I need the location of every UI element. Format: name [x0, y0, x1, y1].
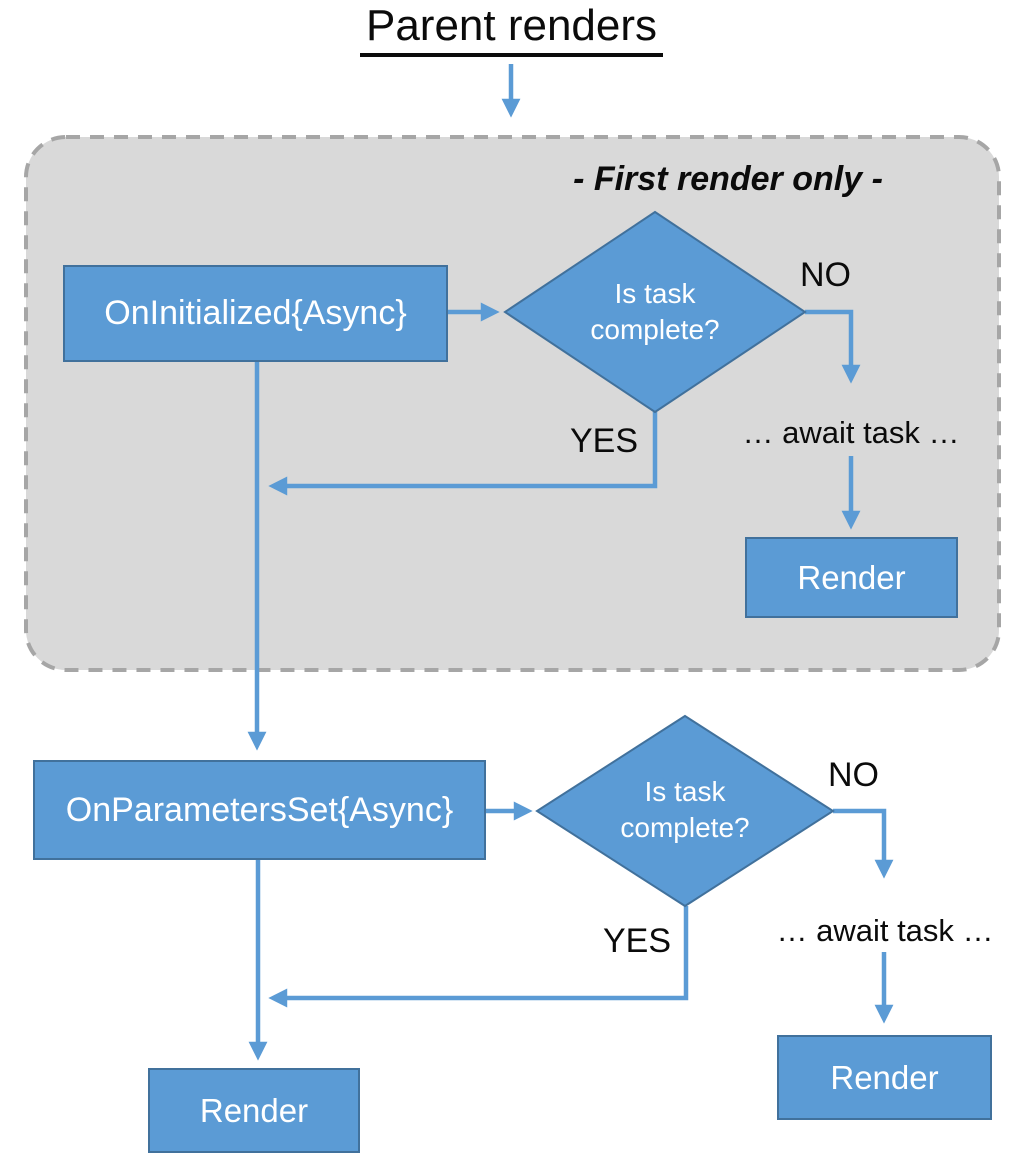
decision-diamond-2 [535, 714, 835, 908]
first-render-only-label: - First render only - [573, 160, 883, 198]
diagram-title-text: Parent renders [359, 1, 664, 58]
no-label-1: NO [800, 256, 851, 294]
decision-diamond-1 [503, 210, 807, 414]
decision-2-label: Is task complete? [620, 776, 750, 843]
onparametersset-box: OnParametersSet{Async} [33, 760, 486, 860]
render-box-1-label: Render [797, 558, 906, 596]
onparametersset-box-label: OnParametersSet{Async} [65, 790, 454, 829]
arrow-decision2-yes-to-rail [268, 906, 689, 1008]
arrow-decision1-no-to-await1 [805, 309, 861, 384]
render-box-2-label: Render [830, 1058, 939, 1096]
no-label-2: NO [828, 756, 879, 794]
arrow-decision2-no-to-await2 [833, 808, 894, 879]
await-task-label-1: … await task … [742, 415, 960, 450]
oninitialized-box-label: OnInitialized{Async} [104, 294, 407, 332]
render-box-2: Render [777, 1035, 992, 1120]
final-render-box: Render [148, 1068, 360, 1153]
oninitialized-box: OnInitialized{Async} [63, 265, 448, 362]
final-render-box-label: Render [199, 1091, 309, 1129]
decision-1-label: Is task complete? [590, 278, 720, 345]
yes-label-1: YES [570, 422, 639, 460]
diagram-title: Parent renders [0, 1, 1023, 58]
arrow-decision1-yes-to-rail [268, 412, 658, 496]
yes-label-2: YES [603, 922, 672, 960]
render-box-1: Render [745, 537, 958, 618]
await-task-label-2: … await task … [776, 913, 994, 948]
